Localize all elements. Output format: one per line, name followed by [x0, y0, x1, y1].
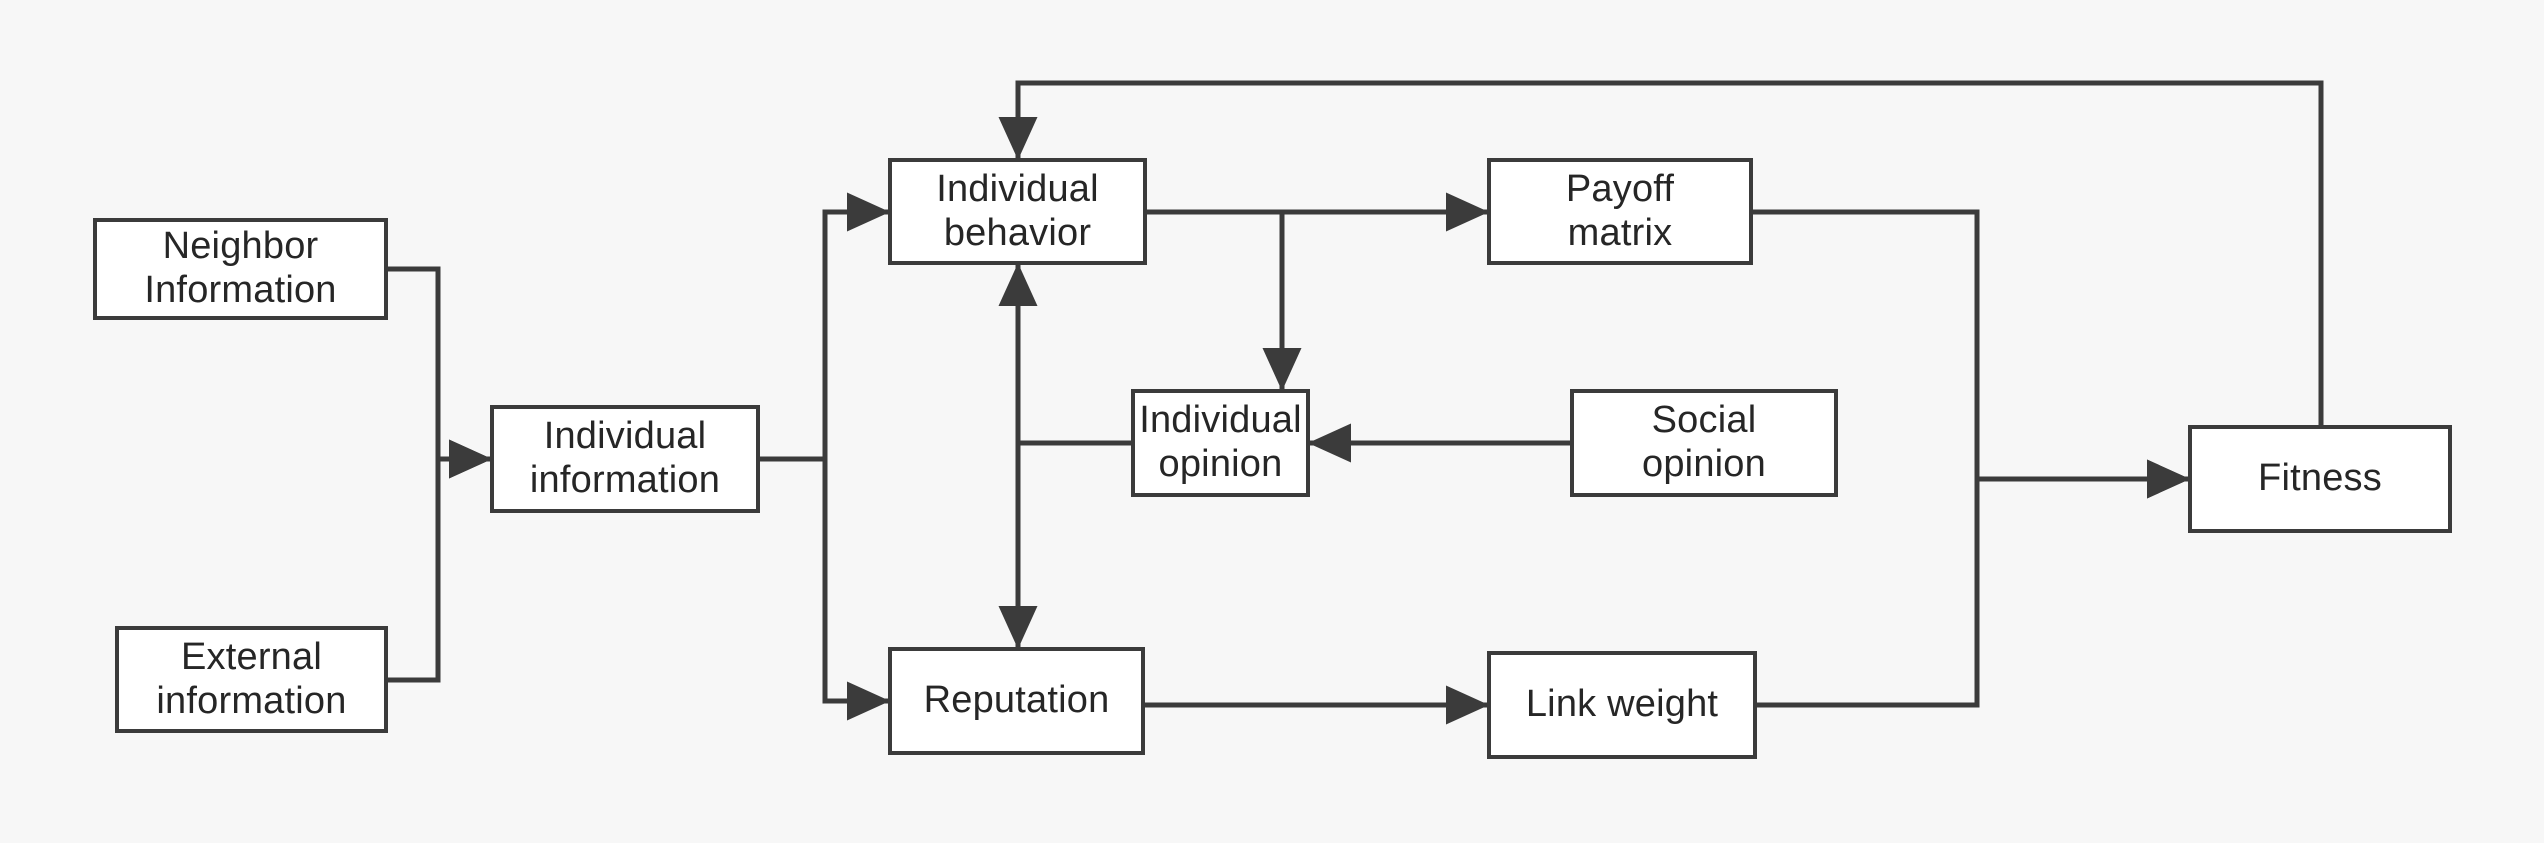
edges-group	[388, 80, 2324, 725]
node-link-weight[interactable]: Link weight	[1487, 651, 1757, 759]
edge-external-to-individual-information	[388, 439, 493, 683]
edge-link-weight-to-fitness	[1757, 459, 2191, 708]
node-payoff-matrix[interactable]: Payoff matrix	[1487, 158, 1753, 265]
node-reputation[interactable]: Reputation	[888, 647, 1145, 755]
edge-split-to-reputation	[822, 459, 891, 721]
node-individual-opinion[interactable]: Individual opinion	[1131, 389, 1310, 497]
node-individual-behavior[interactable]: Individual behavior	[888, 158, 1147, 265]
node-individual-information[interactable]: Individual information	[490, 405, 760, 513]
edge-neighbor-to-individual-information	[388, 266, 493, 479]
node-fitness[interactable]: Fitness	[2188, 425, 2452, 533]
edge-split-to-individual-behavior	[822, 192, 891, 459]
node-social-opinion[interactable]: Social opinion	[1570, 389, 1838, 497]
node-neighbor-information[interactable]: Neighbor Information	[93, 218, 388, 320]
node-external-information[interactable]: External information	[115, 626, 388, 733]
